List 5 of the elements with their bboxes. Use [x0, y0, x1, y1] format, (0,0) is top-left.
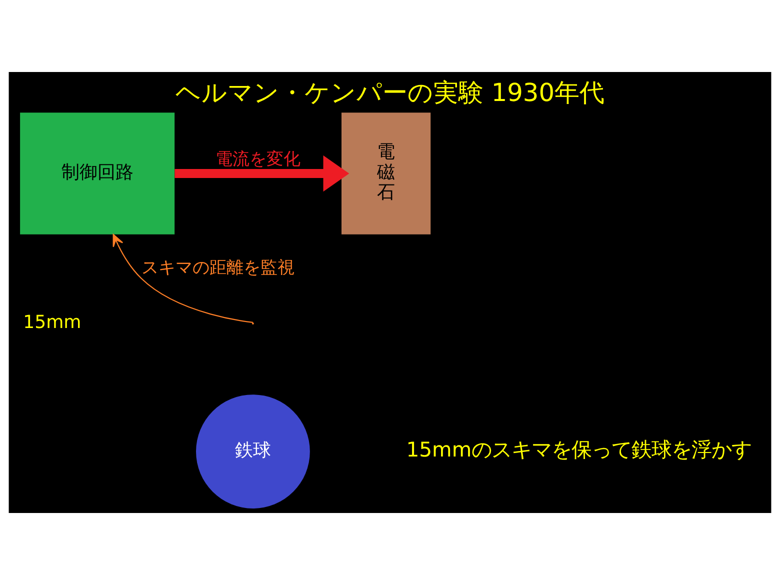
- edge-label: スキマの距離を監視: [142, 256, 294, 277]
- label: 15mmのスキマを保って鉄球を浮かす: [406, 437, 752, 462]
- diagram-title: ヘルマン・ケンパーの実験 1930年代: [176, 78, 604, 107]
- edge-label: 電流を変化: [216, 148, 301, 168]
- label: 15mm: [23, 312, 82, 333]
